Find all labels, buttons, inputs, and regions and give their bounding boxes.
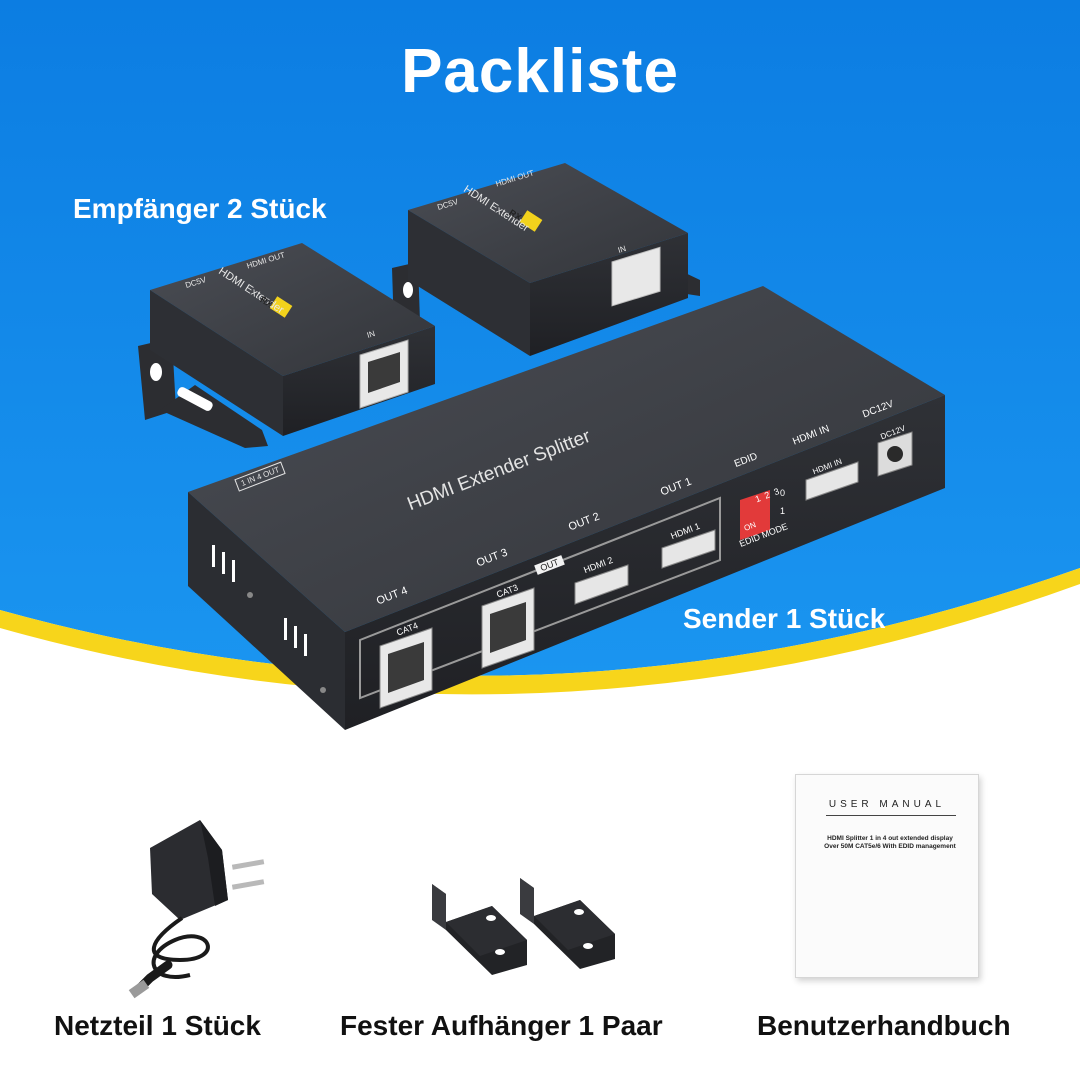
page-title: Packliste xyxy=(401,37,679,106)
receiver-unit-back xyxy=(392,163,700,356)
user-manual: USER MANUAL HDMI Splitter 1 in 4 out ext… xyxy=(795,774,979,978)
power-adapter xyxy=(128,820,265,999)
manual-label: Benutzerhandbuch xyxy=(757,1010,1011,1041)
sender-dip-numbers-text: 1 2 3 xyxy=(753,486,781,505)
manual-title: USER MANUAL xyxy=(828,799,946,810)
mounting-brackets xyxy=(432,878,615,975)
bracket-label: Fester Aufhänger 1 Paar xyxy=(340,1010,663,1041)
sender-splitter xyxy=(188,286,945,730)
sender-dip-zero-text: 0 xyxy=(780,488,786,498)
manual-description: HDMI Splitter 1 in 4 out extended displa… xyxy=(816,835,964,851)
power-adapter-label: Netzteil 1 Stück xyxy=(54,1010,261,1041)
sender-dip-one: 1 xyxy=(780,506,785,516)
receiver-label: Empfänger 2 Stück xyxy=(73,193,327,224)
sender-dip-zero: 0 xyxy=(780,488,785,498)
manual-divider xyxy=(826,815,956,816)
receiver-unit-front xyxy=(138,243,435,448)
sender-label: Sender 1 Stück xyxy=(683,603,886,634)
manual-desc-line2: Over 50M CAT5e/6 With EDID management xyxy=(824,843,956,850)
manual-desc-line1: HDMI Splitter 1 in 4 out extended displa… xyxy=(827,835,953,842)
sender-dip-one-text: 1 xyxy=(780,506,786,516)
